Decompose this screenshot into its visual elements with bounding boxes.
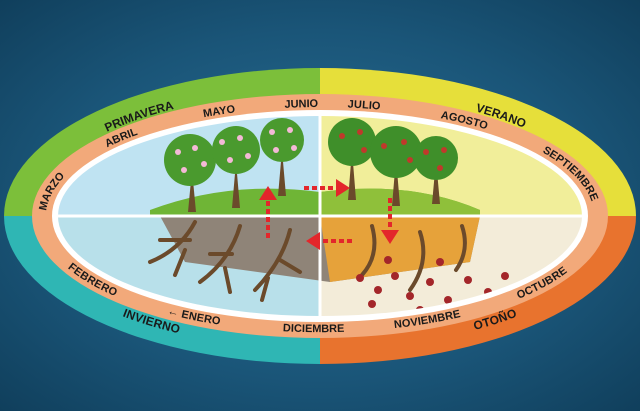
autumn-roots (360, 224, 467, 292)
spring-trees (164, 118, 304, 212)
left-arrow-icon: ← (166, 305, 180, 319)
arrow-left (306, 232, 320, 250)
summer-trees (328, 118, 458, 206)
arrow-down (381, 230, 399, 244)
cycle-arrows (259, 179, 399, 250)
month-julio: JULIO (347, 99, 381, 113)
month-junio: JUNIO (284, 98, 318, 111)
arrow-right (336, 179, 350, 197)
winter-roots (148, 220, 302, 302)
month-diciembre: DICIEMBRE (283, 322, 345, 335)
arrow-up (259, 186, 277, 200)
